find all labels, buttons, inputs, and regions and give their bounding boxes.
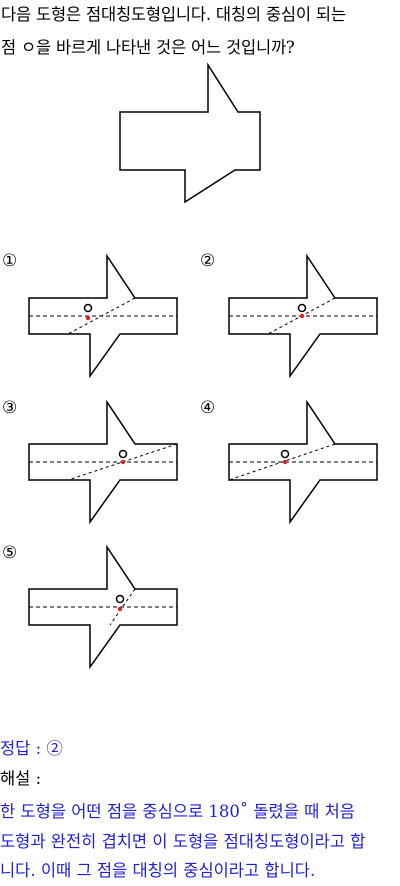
option-3-figure[interactable] — [25, 398, 185, 528]
answer-line: 정답 : ② — [0, 734, 63, 764]
option-3-label[interactable]: ③ — [2, 398, 18, 418]
option-5-figure[interactable] — [25, 543, 185, 673]
question-line-2: 점 ㅇ을 바르게 나타낸 것은 어느 것입니까? — [1, 38, 295, 57]
option-1-label[interactable]: ① — [2, 251, 18, 271]
option-2-label[interactable]: ② — [200, 251, 216, 271]
option-1-figure[interactable] — [25, 252, 185, 382]
option-4-label[interactable]: ④ — [200, 398, 216, 418]
question-line-1: 다음 도형은 점대칭도형입니다. 대칭의 중심이 되는 — [1, 5, 346, 24]
explanation-line-2: 도형과 완전히 겹치면 이 도형을 점대칭도형이라고 합 — [0, 832, 366, 851]
option-5-label[interactable]: ⑤ — [2, 543, 18, 563]
answer-label: 정답 : — [0, 739, 42, 758]
explanation-line-3: 니다. 이때 그 점을 대칭의 중심이라고 합니다. — [0, 861, 316, 880]
explanation-label: 해설 : — [0, 769, 42, 788]
answer-value: ② — [46, 739, 63, 758]
option-4-figure[interactable] — [225, 398, 385, 528]
main-figure — [110, 60, 270, 205]
option-2-figure[interactable] — [225, 252, 385, 382]
explanation-line-1: 한 도형을 어떤 점을 중심으로 180˚ 돌렸을 때 처음 — [0, 802, 355, 821]
